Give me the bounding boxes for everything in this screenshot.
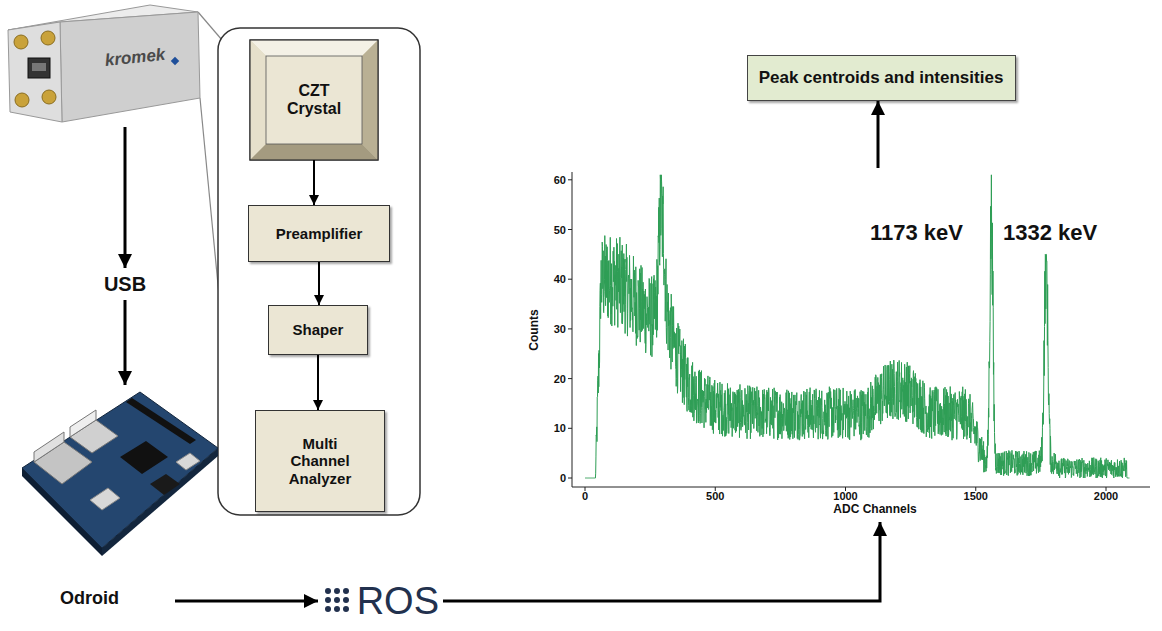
x-axis	[572, 487, 1150, 488]
computer-board: Odroid	[20, 385, 175, 618]
bevel-right	[362, 40, 378, 160]
tick-mark	[568, 328, 572, 329]
tick-mark	[568, 428, 572, 429]
process-box: Preamplifier	[248, 205, 390, 262]
y-axis	[572, 172, 573, 487]
node-text: Shaper	[293, 321, 344, 338]
axis-tick-label: 2000	[1094, 491, 1118, 502]
flow-arrow	[124, 127, 127, 268]
chip	[150, 474, 180, 495]
dot	[325, 606, 331, 612]
device-side	[60, 12, 200, 122]
dot	[325, 588, 331, 594]
flow-arrow	[877, 101, 880, 168]
spectrum-plot: Counts 1173 keV 1332 keV ADC Channels	[515, 168, 1155, 520]
axis-tick-label: 0	[560, 473, 566, 484]
device-end	[8, 22, 62, 122]
node-text: Multi Channel Analyzer	[273, 435, 368, 487]
usb-port-inner	[32, 63, 46, 71]
connector	[15, 93, 29, 107]
zoom-line	[198, 12, 222, 40]
flow-arrow	[313, 160, 315, 205]
bevel-top	[250, 40, 378, 56]
detector-device: kromek	[5, 5, 205, 127]
node-text: 1173 keV	[870, 222, 963, 244]
dot	[343, 606, 349, 612]
spectrum-chart	[568, 172, 1150, 491]
odroid-board-drawing	[22, 392, 218, 556]
node-text: kromek	[104, 45, 166, 71]
tick-mark	[568, 478, 572, 479]
tick-mark	[568, 229, 572, 230]
connector	[41, 31, 55, 45]
crystal-box: CZT Crystal	[250, 40, 378, 160]
flow-arrow	[175, 600, 318, 603]
bevel-left	[250, 40, 266, 160]
bevel-frame	[250, 40, 378, 160]
node-text: ROS	[357, 582, 439, 620]
node-text: USB	[104, 273, 146, 296]
result-box: Peak centroids and intensities	[747, 55, 1016, 101]
flow-arrow	[443, 522, 880, 601]
dot	[343, 588, 349, 594]
process-box: Shaper	[268, 305, 368, 355]
node-text: Counts	[528, 309, 542, 350]
chip	[120, 441, 168, 474]
axis-tick-label: 1500	[964, 491, 988, 502]
tick-mark	[568, 279, 572, 280]
port	[176, 453, 200, 470]
axis-tick-label: 50	[554, 224, 566, 235]
connector	[42, 90, 56, 104]
axis-tick-label: 40	[554, 274, 566, 285]
process-box: Multi Channel Analyzer	[255, 410, 385, 512]
flow-arrow	[318, 262, 320, 305]
axis-tick-label: 1000	[833, 491, 857, 502]
usb-ports	[70, 410, 96, 437]
pin-header	[126, 398, 196, 444]
axis-tick-label: 30	[554, 323, 566, 334]
flow-arrow	[317, 355, 319, 410]
node-text: 1332 keV	[1003, 222, 1097, 244]
axis-tick-label: 20	[554, 373, 566, 384]
dot	[334, 597, 340, 603]
bevel-bottom	[250, 144, 378, 160]
node-text: Odroid	[60, 588, 119, 609]
node-text: Preamplifier	[276, 225, 363, 242]
node-text: CZT Crystal	[274, 82, 354, 119]
dot	[334, 606, 340, 612]
crystal-bevel	[250, 40, 378, 160]
interface-label: USB	[95, 268, 155, 300]
port	[90, 488, 120, 510]
axis-tick-label: 60	[554, 174, 566, 185]
flow-arrow	[124, 300, 127, 385]
ros-logo: ROS	[318, 578, 443, 624]
tick-mark	[568, 179, 572, 180]
tick-mark	[568, 378, 572, 379]
ethernet-jack	[34, 432, 64, 462]
bevel-outer	[250, 40, 378, 160]
logo-mark	[171, 57, 179, 65]
ros-logo-dots	[325, 588, 349, 612]
board	[22, 392, 218, 548]
bevel-inner	[266, 56, 362, 144]
connector	[14, 35, 28, 49]
detector-device-drawing	[8, 5, 200, 122]
detector-panel	[218, 28, 420, 515]
node-text: ADC Channels	[833, 503, 916, 517]
node-text: Peak centroids and intensities	[759, 68, 1004, 88]
dot	[334, 588, 340, 594]
usb-port	[28, 58, 50, 78]
axis-tick-label: 500	[706, 491, 724, 502]
axis-tick-label: 10	[554, 423, 566, 434]
dot	[343, 597, 349, 603]
spectrum-line	[585, 175, 1129, 478]
dot	[325, 597, 331, 603]
axis-tick-label: 0	[582, 491, 588, 502]
